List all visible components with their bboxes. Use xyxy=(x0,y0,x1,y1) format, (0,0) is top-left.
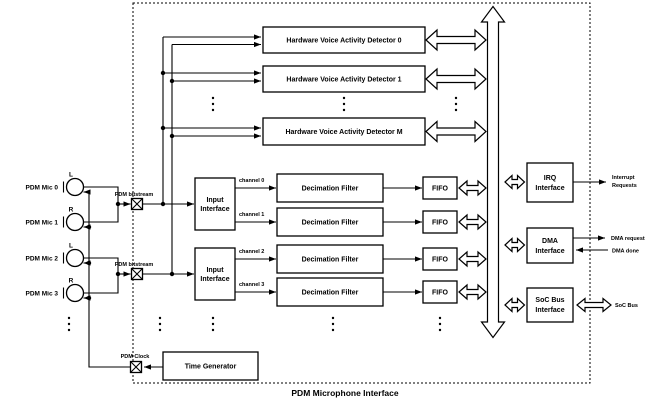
fifo2-bus-arrow xyxy=(458,250,487,268)
mic0-label: PDM Mic 0 xyxy=(25,185,58,192)
decimation-filter1-box xyxy=(276,207,384,237)
mic3-symbol xyxy=(65,283,85,303)
fifo0-label: FIFO xyxy=(432,186,448,193)
time-generator-box xyxy=(162,351,259,381)
decimation-filter2-box xyxy=(276,244,384,274)
hvad1-label: Hardware Voice Activity Detector 1 xyxy=(286,77,401,84)
soc-bus-interface-label1: SoC Bus xyxy=(535,297,564,304)
wire-clock-distribution xyxy=(88,192,131,368)
bus-soc-arrow xyxy=(504,297,526,313)
hvad0-bus-arrow xyxy=(425,28,487,52)
channel3-label: channel 3 xyxy=(239,282,264,288)
system-bus xyxy=(480,5,506,339)
microphones: PDM Mic 0 PDM Mic 1 PDM Mic 2 PDM Mic 3 … xyxy=(25,172,85,303)
irq-interface-label2: Interface xyxy=(535,185,564,192)
fifo3-box xyxy=(422,280,458,304)
channel0-label: channel 0 xyxy=(239,178,264,184)
input-interface1-box xyxy=(194,247,236,301)
irq-interface-label1: IRQ xyxy=(544,175,557,182)
mic0-side-label: L xyxy=(69,172,73,179)
soc-bus-external-arrow xyxy=(576,297,612,313)
input-interface1-label2: Interface xyxy=(200,276,229,283)
channel1-label: channel 1 xyxy=(239,212,264,218)
bitstream2-pad xyxy=(130,267,144,281)
bus-irq-arrow xyxy=(504,174,526,190)
hvadM-label: Hardware Voice Activity Detector M xyxy=(285,129,402,136)
time-generator-label: Time Generator xyxy=(185,364,237,371)
soc-bus-label: SoC Bus xyxy=(615,303,638,309)
bus-dma-arrow xyxy=(504,237,526,253)
input-interface0-box xyxy=(194,177,236,231)
dma-request-label: DMA request xyxy=(611,236,645,242)
mic2-symbol xyxy=(65,248,85,268)
dma-interface-box xyxy=(526,227,574,264)
wiring xyxy=(83,37,173,368)
hvad-bus-connectors xyxy=(425,28,487,143)
module-boundary xyxy=(132,2,591,384)
hvad0-box xyxy=(262,26,426,54)
fifo2-label: FIFO xyxy=(432,257,448,264)
input-interface0-label1: Input xyxy=(206,197,224,204)
fifo-bus-connectors xyxy=(458,179,487,301)
fifo2-box xyxy=(422,247,458,271)
dma-interface-label1: DMA xyxy=(542,238,558,245)
wire-mic0-data xyxy=(83,186,119,204)
mic1-side-label: R xyxy=(69,207,74,214)
mic0-symbol xyxy=(65,177,85,197)
wire-mic3-data xyxy=(83,274,119,294)
decimation-filter0-box xyxy=(276,173,384,203)
mic2-label: PDM Mic 2 xyxy=(25,256,58,263)
clock-pad xyxy=(129,360,143,374)
input-interface1-label1: Input xyxy=(206,267,224,274)
pdm-bitstream1-label: PDM bitstream xyxy=(115,192,154,198)
ellipsis-dots xyxy=(67,96,458,332)
soc-bus-interface-label2: Interface xyxy=(535,307,564,314)
diagram-title: PDM Microphone Interface xyxy=(291,388,398,398)
wire-mic2-data xyxy=(83,257,119,274)
pdm-clock-label: PDM Clock xyxy=(121,354,151,360)
mic2-side-label: L xyxy=(69,243,73,250)
mic1-symbol xyxy=(65,212,85,232)
decimation-filter3-box xyxy=(276,277,384,307)
interrupt-requests-label1: Interrupt xyxy=(612,175,635,181)
dma-interface-label2: Interface xyxy=(535,248,564,255)
input-interface0-label2: Interface xyxy=(200,206,229,213)
decimation-filter2-label: Decimation Filter xyxy=(302,257,359,264)
decimation-filter1-label: Decimation Filter xyxy=(302,220,359,227)
arrow-wires xyxy=(83,34,608,370)
hvadM-bus-arrow xyxy=(425,120,487,143)
io-pads xyxy=(129,197,144,374)
bitstream1-pad xyxy=(130,197,144,211)
fifo3-label: FIFO xyxy=(432,290,448,297)
fifo3-bus-arrow xyxy=(458,283,487,301)
pdm-bitstream2-label: PDM bitstream xyxy=(115,262,154,268)
mic3-side-label: R xyxy=(69,278,74,285)
fifo0-bus-arrow xyxy=(458,179,487,197)
hvad1-box xyxy=(262,65,426,93)
dma-done-label: DMA done xyxy=(612,249,639,255)
mic3-label: PDM Mic 3 xyxy=(25,291,58,298)
blocks: Hardware Voice Activity Detector 0 Hardw… xyxy=(162,26,574,381)
hvadM-box xyxy=(262,117,426,146)
mic1-label: PDM Mic 1 xyxy=(25,220,58,227)
irq-interface-box xyxy=(526,162,574,203)
soc-bus-interface-box xyxy=(526,287,574,323)
fifo0-box xyxy=(422,176,458,200)
junction-dots xyxy=(86,70,175,301)
decimation-filter3-label: Decimation Filter xyxy=(302,290,359,297)
fifo1-label: FIFO xyxy=(432,220,448,227)
hvad1-bus-arrow xyxy=(425,67,487,91)
fifo1-bus-arrow xyxy=(458,213,487,231)
channel2-label: channel 2 xyxy=(239,249,264,255)
signal-labels: PDM bitstream PDM bitstream PDM Clock ch… xyxy=(115,175,645,360)
bus-interface-connectors xyxy=(504,174,612,313)
hvad0-label: Hardware Voice Activity Detector 0 xyxy=(286,38,401,45)
interrupt-requests-label2: Requests xyxy=(612,183,637,189)
wire-mic1-data xyxy=(83,204,119,223)
decimation-filter0-label: Decimation Filter xyxy=(302,186,359,193)
fifo1-box xyxy=(422,210,458,234)
